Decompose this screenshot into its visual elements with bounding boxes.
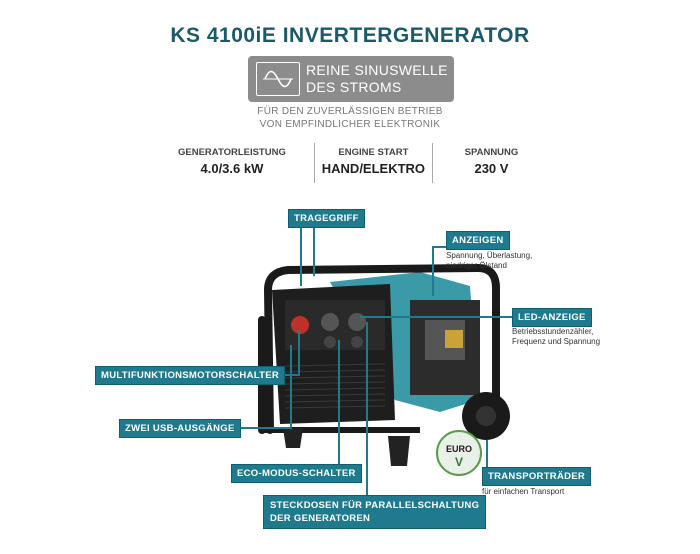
callout-led-anzeige: LED-ANZEIGE <box>512 308 592 327</box>
connector-line <box>360 316 512 318</box>
sine-wave-badge: REINE SINUSWELLE DES STROMS <box>248 56 454 102</box>
spec-row: GENERATORLEISTUNG 4.0/3.6 kW ENGINE STAR… <box>150 143 550 183</box>
connector-line <box>298 330 300 376</box>
callout-led-desc: Betriebsstundenzähler, Frequenz und Span… <box>512 327 601 346</box>
foot <box>388 436 410 466</box>
foot <box>283 428 303 448</box>
callout-transport-desc: für einfachen Transport <box>482 487 565 496</box>
connector-line <box>486 440 488 468</box>
callout-usb: ZWEI USB-AUSGÄNGE <box>119 419 241 438</box>
carry-frame <box>263 263 500 434</box>
euro-badge-bottom: V <box>455 455 463 469</box>
connector-line <box>432 246 434 296</box>
engine-switch-knob <box>291 316 309 334</box>
connector-line <box>338 340 340 464</box>
callout-anzeigen-desc: Spannung, Überlastung, niedriger Ölstand <box>446 251 533 270</box>
sine-wave-icon <box>256 62 300 96</box>
page-title: KS 4100iE INVERTERGENERATOR <box>170 24 530 47</box>
connector-line <box>432 246 446 248</box>
callout-anzeigen: ANZEIGEN <box>446 231 510 250</box>
socket <box>351 336 363 348</box>
callout-motorschalter: MULTIFUNKTIONSMOTORSCHALTER <box>95 366 286 385</box>
callout-steckdosen: STECKDOSEN FÜR PARALLELSCHALTUNG DER GEN… <box>263 495 487 529</box>
callout-tragegriff: TRAGEGRIFF <box>288 209 365 228</box>
connector-line <box>313 224 315 276</box>
spec-power: GENERATORLEISTUNG 4.0/3.6 kW <box>178 147 286 176</box>
sine-wave-text: REINE SINUSWELLE DES STROMS <box>306 62 448 95</box>
euro-v-badge: EURO V <box>436 430 482 476</box>
euro-badge-top: EURO <box>446 444 472 454</box>
callout-eco-modus: ECO-MODUS-SCHALTER <box>231 464 362 483</box>
socket <box>321 313 339 331</box>
callout-transportraeder: TRANSPORTRÄDER <box>482 467 592 486</box>
spec-voltage: SPANNUNG 230 V <box>431 143 550 183</box>
spec-engine-start: ENGINE START HAND/ELEKTRO <box>313 143 432 183</box>
socket <box>324 336 336 348</box>
subtitle: FÜR DEN ZUVERLÄSSIGEN BETRIEB VON EMPFIN… <box>257 106 443 130</box>
connector-line <box>366 322 368 496</box>
connector-line <box>300 224 302 286</box>
connector-line <box>231 427 291 429</box>
connector-line <box>290 345 292 429</box>
